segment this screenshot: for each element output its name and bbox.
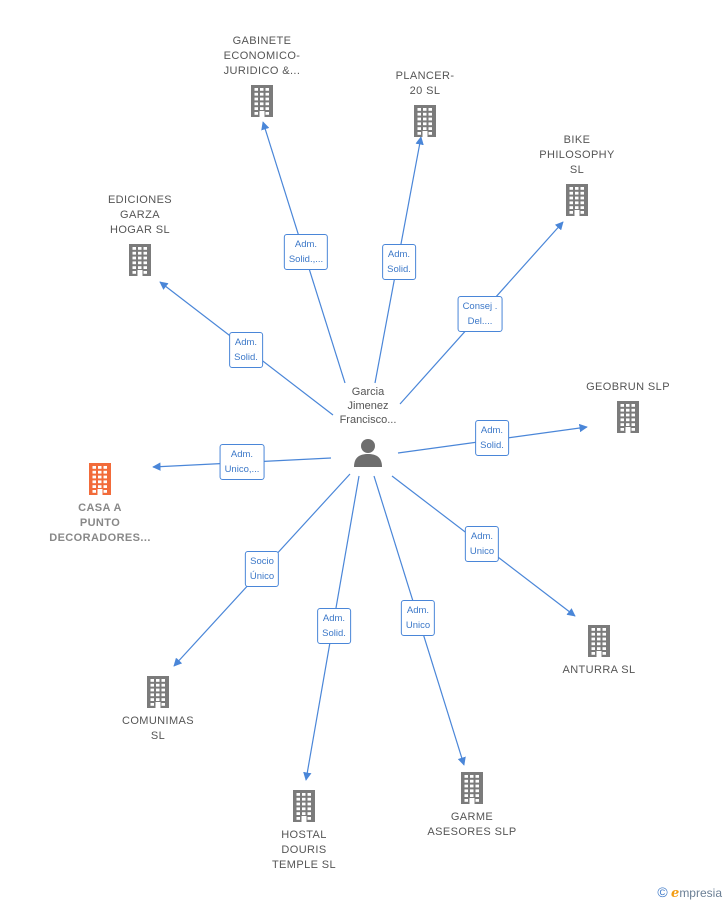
- company-node-plancer[interactable]: PLANCER- 20 SL: [345, 69, 505, 137]
- edge-label-gabinete[interactable]: Adm. Solid.,...: [283, 234, 329, 270]
- empresia-brand: © empresia: [657, 884, 722, 901]
- edge-label-casa[interactable]: Adm. Unico,...: [219, 444, 265, 480]
- brand-name: mpresia: [679, 886, 722, 900]
- company-node-casa[interactable]: CASA A PUNTO DECORADORES...: [20, 461, 180, 546]
- edge-label-comunimas[interactable]: Socio Único: [244, 551, 280, 587]
- edge-label-ediciones[interactable]: Adm. Solid.: [229, 332, 263, 368]
- company-name: CASA A PUNTO DECORADORES...: [49, 502, 151, 544]
- company-node-hostal[interactable]: HOSTAL DOURIS TEMPLE SL: [224, 788, 384, 873]
- building-icon: [60, 242, 220, 276]
- center-person[interactable]: Garcia Jimenez Francisco...: [310, 385, 426, 467]
- company-name: GARME ASESORES SLP: [427, 811, 517, 838]
- edge-label-geobrun[interactable]: Adm. Solid.: [475, 420, 509, 456]
- building-icon: [345, 103, 505, 137]
- company-name: EDICIONES GARZA HOGAR SL: [107, 194, 173, 236]
- building-icon: [497, 182, 657, 216]
- company-node-anturra[interactable]: ANTURRA SL: [519, 623, 679, 678]
- building-icon: [224, 788, 384, 822]
- company-name: GABINETE ECONOMICO- JURIDICO &...: [223, 35, 301, 77]
- copyright-icon: ©: [657, 884, 668, 900]
- edge-label-plancer[interactable]: Adm. Solid.: [382, 244, 416, 280]
- company-node-bike[interactable]: BIKE PHILOSOPHY SL: [497, 133, 657, 216]
- building-icon: [20, 461, 180, 495]
- edge-label-anturra[interactable]: Adm. Unico: [464, 526, 500, 562]
- company-name: BIKE PHILOSOPHY SL: [539, 134, 615, 176]
- person-icon: [354, 439, 382, 467]
- company-node-ediciones[interactable]: EDICIONES GARZA HOGAR SL: [60, 193, 220, 276]
- company-name: GEOBRUN SLP: [586, 381, 670, 393]
- building-icon: [519, 623, 679, 657]
- edge-label-hostal[interactable]: Adm. Solid.: [317, 608, 351, 644]
- edge-label-garme[interactable]: Adm. Unico: [400, 600, 436, 636]
- company-name: COMUNIMAS SL: [121, 715, 195, 742]
- company-node-gabinete[interactable]: GABINETE ECONOMICO- JURIDICO &...: [182, 34, 342, 117]
- edge-label-bike[interactable]: Consej . Del....: [457, 296, 503, 332]
- company-node-garme[interactable]: GARME ASESORES SLP: [392, 770, 552, 840]
- brand-initial: e: [671, 886, 680, 901]
- building-icon: [392, 770, 552, 804]
- building-icon: [548, 399, 708, 433]
- company-name: HOSTAL DOURIS TEMPLE SL: [271, 829, 337, 871]
- company-node-comunimas[interactable]: COMUNIMAS SL: [78, 674, 238, 744]
- building-icon: [182, 83, 342, 117]
- company-name: ANTURRA SL: [562, 664, 636, 676]
- building-icon: [78, 674, 238, 708]
- center-person-name: Garcia Jimenez Francisco...: [339, 386, 397, 426]
- company-name: PLANCER- 20 SL: [395, 70, 455, 97]
- company-node-geobrun[interactable]: GEOBRUN SLP: [548, 380, 708, 433]
